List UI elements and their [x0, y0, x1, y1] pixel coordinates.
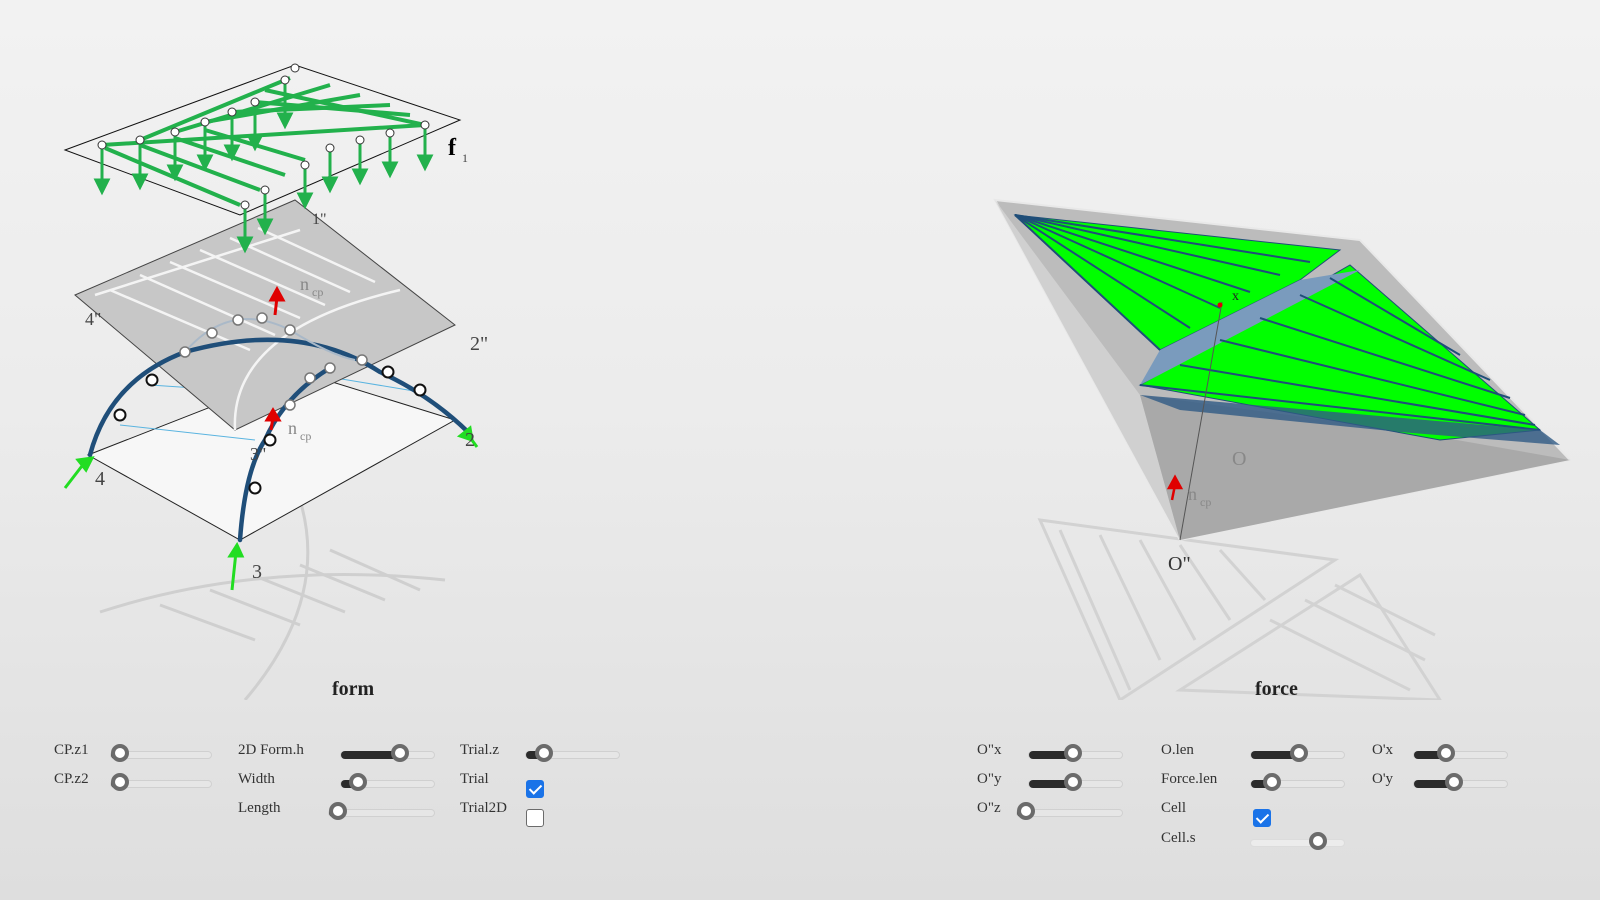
O-label: O [1232, 448, 1246, 470]
o-len-fill [1251, 751, 1299, 759]
node-2-top-label: 2" [470, 333, 488, 355]
cp-z1-slider[interactable] [110, 744, 212, 762]
o-len-label: O.len [1161, 742, 1194, 758]
ncp-force-sub: cp [1200, 495, 1211, 509]
o-prime-y-fill [1414, 780, 1454, 788]
arch-nodes[interactable] [113, 365, 427, 495]
node-2-bottom-label: 2 [465, 429, 475, 451]
o-prime-x-fill [1414, 751, 1446, 759]
load-nodes[interactable] [97, 63, 430, 210]
o2-x-slider[interactable] [1028, 744, 1123, 762]
length-thumb[interactable] [329, 802, 347, 820]
O2-label: O" [1168, 553, 1191, 575]
f1-label: f [448, 135, 457, 161]
trial-z-label: Trial.z [460, 742, 500, 758]
o2-y-thumb[interactable] [1064, 773, 1082, 791]
o-len-slider[interactable] [1250, 744, 1345, 762]
o2-y-label: O"y [977, 771, 1002, 787]
force-caption: force [1255, 678, 1298, 700]
trial2d-label: Trial2D [460, 800, 507, 816]
node-4-bottom-label: 4 [95, 468, 105, 490]
ncp-top-label: n [300, 274, 309, 294]
o-prime-x-label: O'x [1372, 742, 1394, 758]
force-shell-face-left [995, 200, 1180, 540]
form-caption: form [332, 678, 375, 700]
node-3-top-label: 3" [250, 444, 266, 464]
force-diagram[interactable]: x O n cp O" [800, 0, 1600, 703]
normal-arrows [264, 285, 286, 431]
force-len-slider[interactable] [1250, 773, 1345, 791]
o-prime-x-thumb[interactable] [1437, 744, 1455, 762]
cell-s-thumb[interactable] [1309, 832, 1327, 850]
trial-nodes[interactable] [179, 312, 368, 411]
x-label: x [1232, 289, 1239, 304]
load-arrows [93, 80, 434, 254]
surface-ribs [94, 226, 401, 431]
length-label: Length [238, 800, 281, 816]
node-1-label: 1" [312, 211, 327, 228]
trial-label: Trial [460, 771, 489, 787]
node-3-bottom-label: 3 [252, 561, 262, 583]
form-2d-h-fill [341, 751, 400, 759]
o-prime-y-thumb[interactable] [1445, 773, 1463, 791]
force-point-x[interactable] [1217, 302, 1223, 308]
o-len-thumb[interactable] [1290, 744, 1308, 762]
trial-z-thumb[interactable] [535, 744, 553, 762]
width-label: Width [238, 771, 275, 787]
cp-z2-label: CP.z2 [54, 771, 89, 787]
width-thumb[interactable] [349, 773, 367, 791]
trial2d-checkbox[interactable] [526, 809, 544, 827]
force-axis-line [1179, 301, 1223, 541]
o2-y-fill [1029, 780, 1073, 788]
form-shadow [99, 499, 446, 701]
cp-z1-label: CP.z1 [54, 742, 89, 758]
ncp-top-sub: cp [312, 285, 323, 299]
o-prime-x-slider[interactable] [1413, 744, 1508, 762]
o2-y-slider[interactable] [1028, 773, 1123, 791]
cell-checkbox[interactable] [1253, 809, 1271, 827]
force-normal-arrow [1166, 474, 1184, 501]
o2-x-thumb[interactable] [1064, 744, 1082, 762]
trial-checkbox[interactable] [526, 780, 544, 798]
node-4-top-label: 4" [85, 309, 101, 329]
ncp-mid-label: n [288, 418, 297, 438]
form-diagram[interactable]: f 1 n cp n cp 1" 2" 2 3" 3 4" 4 [0, 0, 800, 701]
force-len-label: Force.len [1161, 771, 1218, 787]
o2-z-label: O"z [977, 800, 1001, 816]
ncp-mid-sub: cp [300, 429, 311, 443]
form-2d-h-slider[interactable] [340, 744, 435, 762]
form-2d-h-thumb[interactable] [391, 744, 409, 762]
o2-z-thumb[interactable] [1017, 802, 1035, 820]
reaction-arrows [63, 425, 479, 591]
o2-z-slider[interactable] [1016, 802, 1123, 820]
form-2d-h-label: 2D Form.h [238, 742, 304, 758]
cell-s-label: Cell.s [1161, 830, 1196, 846]
load-plane [63, 64, 462, 216]
cp-z2-thumb[interactable] [111, 773, 129, 791]
force-len-fill [1251, 780, 1272, 788]
o-prime-y-label: O'y [1372, 771, 1394, 787]
cp-z2-slider[interactable] [110, 773, 212, 791]
o2-x-label: O"x [977, 742, 1002, 758]
o2-x-fill [1029, 751, 1073, 759]
force-len-thumb[interactable] [1263, 773, 1281, 791]
force-shadow [1037, 518, 1443, 703]
width-slider[interactable] [340, 773, 435, 791]
f1-sub: 1 [462, 151, 468, 165]
force-viewport[interactable]: x O n cp O" force [800, 0, 1600, 703]
force-cell-lines [1014, 214, 1541, 431]
cell-label: Cell [1161, 800, 1186, 816]
cp-z1-thumb[interactable] [111, 744, 129, 762]
trial-z-slider[interactable] [525, 744, 620, 762]
form-viewport[interactable]: f 1 n cp n cp 1" 2" 2 3" 3 4" 4 form [0, 0, 800, 701]
o-prime-y-slider[interactable] [1413, 773, 1508, 791]
force-shadow-edge [1140, 395, 1560, 445]
force-cells-gap [1140, 270, 1360, 385]
ncp-force-label: n [1188, 484, 1197, 504]
length-slider[interactable] [328, 802, 435, 820]
cell-s-slider[interactable] [1250, 832, 1345, 850]
force-shell-face-bottom [1140, 395, 1570, 540]
